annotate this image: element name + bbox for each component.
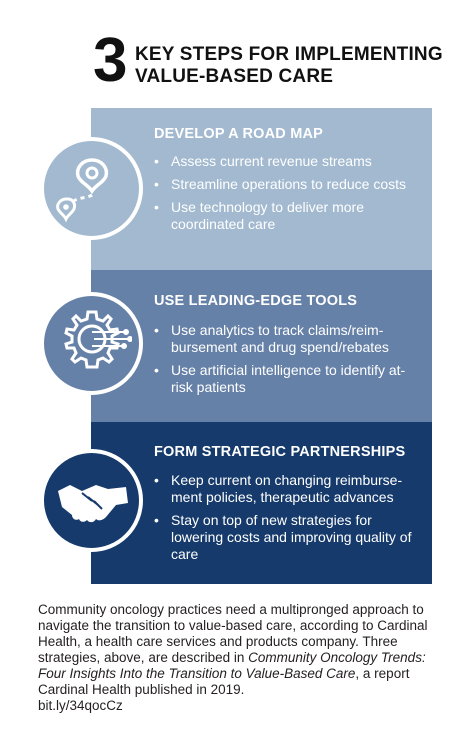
handshake-icon-circle bbox=[40, 449, 143, 552]
bullet-item: Streamline operations to reduce costs bbox=[154, 176, 424, 193]
bullet-item: Assess current revenue streams bbox=[154, 153, 424, 170]
gear-circuit-icon bbox=[63, 310, 132, 368]
report-link[interactable]: bit.ly/34qocCz bbox=[38, 698, 123, 713]
step-count-number: 3 bbox=[93, 26, 128, 95]
title-line-1: KEY STEPS FOR IMPLEMENTING bbox=[135, 44, 443, 65]
step-bullet-list: Use analytics to track claims/reim-burse… bbox=[154, 322, 424, 402]
bullet-item: Keep current on changing reimburse-ment … bbox=[154, 472, 424, 506]
road-map-icon bbox=[55, 157, 108, 222]
infographic-header: 3 KEY STEPS FOR IMPLEMENTING VALUE-BASED… bbox=[93, 30, 443, 94]
caption-text-end: , a report Cardinal Health published in … bbox=[38, 666, 410, 697]
gear-circuit-icon-circle bbox=[40, 292, 143, 395]
caption-paragraph: Community oncology practices need a mult… bbox=[38, 602, 442, 714]
handshake-icon bbox=[57, 484, 128, 522]
step-panel-road-map: DEVELOP A ROAD MAP Assess current revenu… bbox=[91, 108, 432, 270]
step-bullet-list: Keep current on changing reimburse-ment … bbox=[154, 472, 424, 569]
bullet-item: Use artificial intelligence to identify … bbox=[154, 362, 424, 396]
caption-text: Community oncology practices need a mult… bbox=[38, 602, 428, 665]
step-title: DEVELOP A ROAD MAP bbox=[154, 126, 324, 142]
step-panel-partnerships: FORM STRATEGIC PARTNERSHIPS Keep current… bbox=[91, 422, 432, 584]
step-bullet-list: Assess current revenue streams Streamlin… bbox=[154, 153, 424, 239]
step-title: FORM STRATEGIC PARTNERSHIPS bbox=[154, 444, 406, 460]
infographic-title: KEY STEPS FOR IMPLEMENTING VALUE-BASED C… bbox=[135, 44, 443, 88]
bullet-item: Stay on top of new strategies for loweri… bbox=[154, 512, 424, 563]
bullet-item: Use analytics to track claims/reim-burse… bbox=[154, 322, 424, 356]
step-panel-tools: USE LEADING-EDGE TOOLS Use analytics to … bbox=[91, 270, 432, 422]
title-line-2: VALUE-BASED CARE bbox=[135, 66, 334, 87]
report-title: Community Oncology Trends: Four Insights… bbox=[38, 650, 426, 681]
road-map-icon-circle bbox=[40, 137, 143, 240]
step-title: USE LEADING-EDGE TOOLS bbox=[154, 293, 358, 309]
bullet-item: Use technology to deliver more coordinat… bbox=[154, 199, 424, 233]
